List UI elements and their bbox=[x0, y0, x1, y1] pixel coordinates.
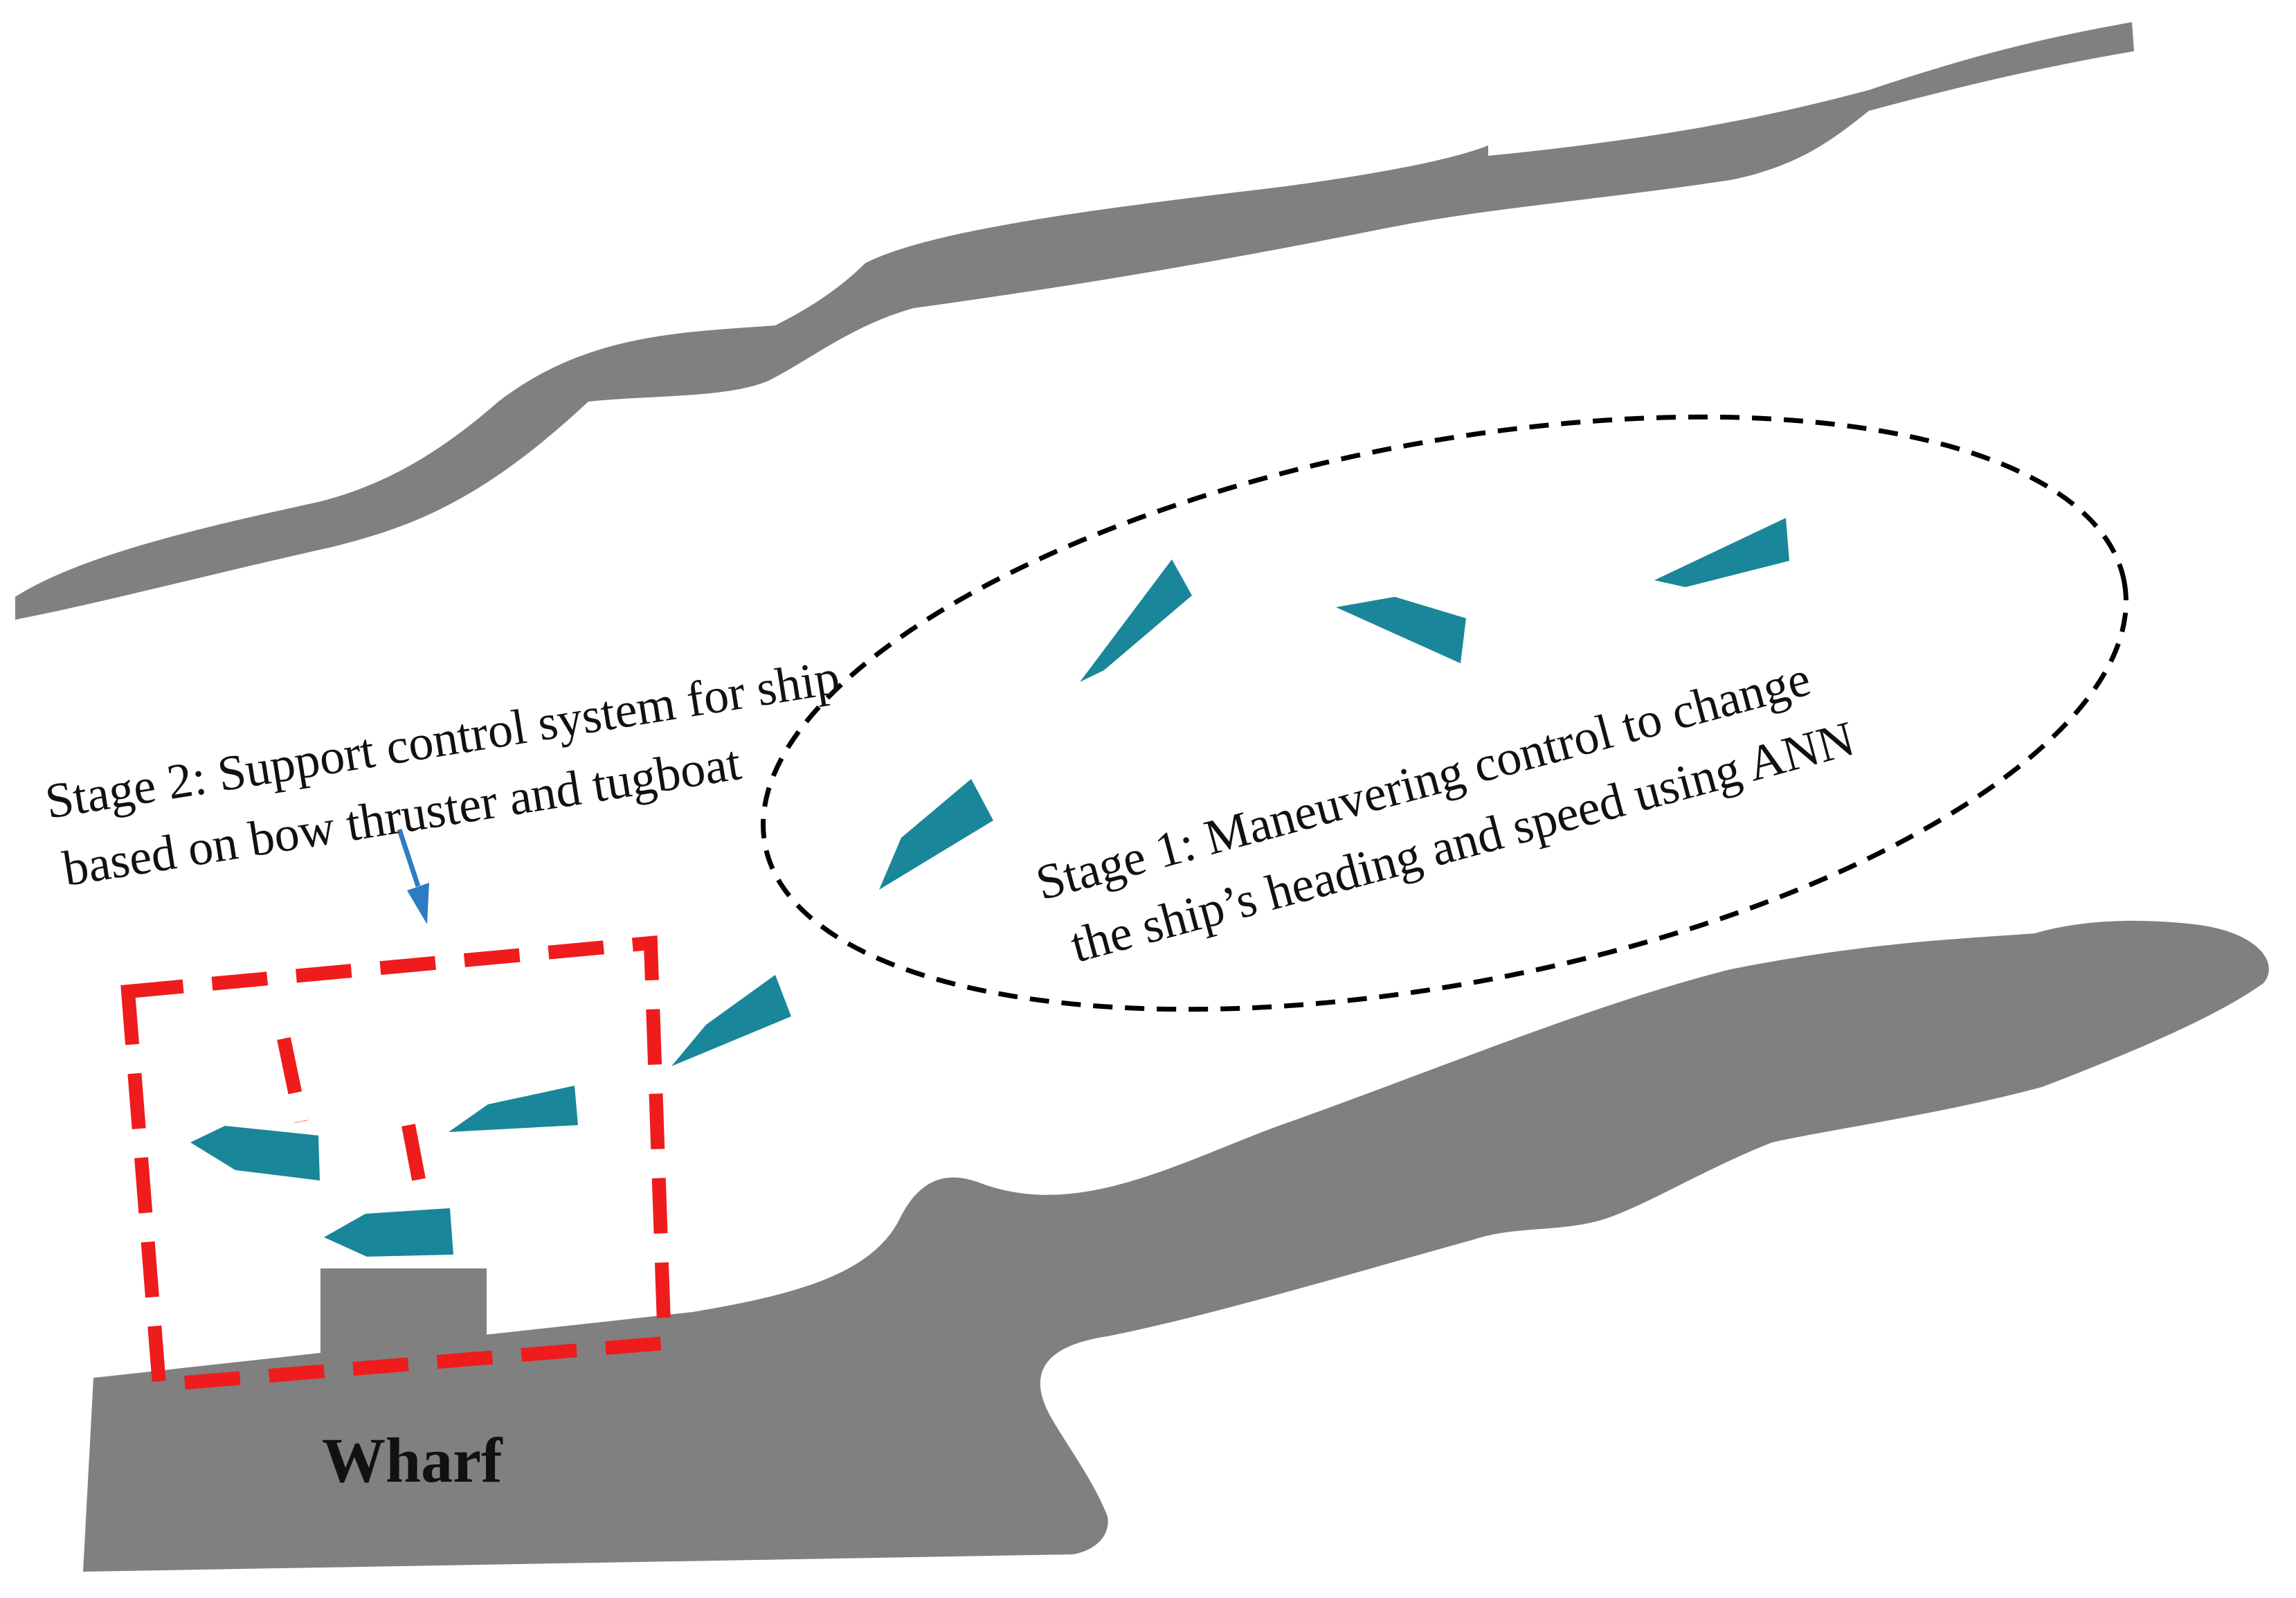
ship-icon bbox=[879, 779, 993, 890]
tug-line-middle bbox=[401, 1124, 431, 1206]
ship-icon bbox=[324, 1208, 453, 1257]
stage1-boundary bbox=[761, 414, 2128, 1012]
ship-icon bbox=[671, 975, 791, 1066]
ship-icon bbox=[1336, 597, 1466, 663]
ship-icon bbox=[1654, 518, 1789, 587]
upper-riverbank bbox=[15, 22, 2134, 620]
stage2-boundary bbox=[120, 935, 672, 1392]
tug-line-left bbox=[277, 1036, 308, 1124]
lower-riverbank bbox=[83, 920, 2269, 1572]
down-arrow-icon bbox=[397, 828, 429, 924]
ship-icon bbox=[1080, 559, 1192, 682]
wharf-label: Wharf bbox=[322, 1425, 503, 1496]
ship-icon bbox=[190, 1126, 320, 1180]
ship-icon bbox=[449, 1086, 578, 1132]
